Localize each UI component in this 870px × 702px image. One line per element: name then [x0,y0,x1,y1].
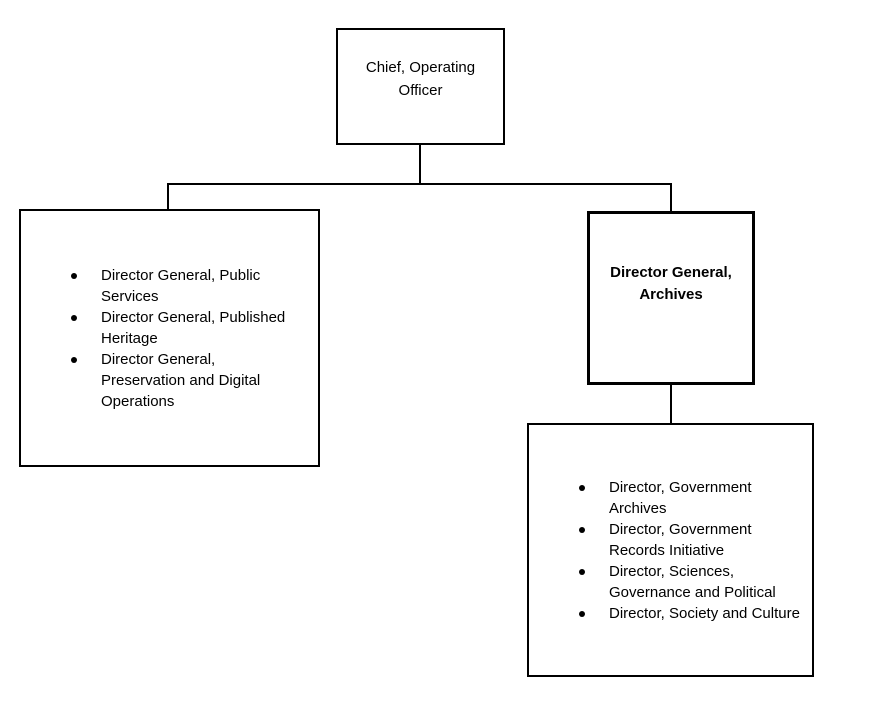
chief-operating-officer-box: Chief, Operating Officer [336,28,505,145]
director-general-archives-label: Director General, Archives [610,264,732,303]
bullet-icon [71,272,77,279]
director-generals-box: Director General, Public Services Direct… [19,209,320,467]
connector-archives-stem [670,385,672,424]
connector-horizontal-bar [167,183,672,185]
bullet-icon [71,314,77,321]
list-item: Director, Society and Culture [578,603,809,624]
bullet-icon [579,568,585,575]
archives-directors-list: Director, Government Archives Director, … [529,477,812,624]
list-item: Director, Government Records Initiative [578,519,809,561]
list-item: Director General, Preservation and Digit… [70,349,301,412]
connector-root-stem [419,145,421,184]
chief-operating-officer-label: Chief, Operating Officer [365,59,476,99]
director-generals-list: Director General, Public Services Direct… [21,265,318,412]
list-item: Director General, Public Services [70,265,301,307]
connector-left-drop [167,183,169,210]
bullet-icon [579,610,585,617]
list-item-label: Director, Society and Culture [609,604,800,622]
list-item: Director, Sciences, Governance and Polit… [578,561,809,603]
list-item: Director, Government Archives [578,477,809,519]
bullet-icon [71,356,77,363]
archives-directors-box: Director, Government Archives Director, … [527,423,814,677]
list-item-label: Director, Sciences, Governance and Polit… [609,562,776,601]
list-item-label: Director, Government Records Initiative [609,520,752,559]
list-item: Director General, Published Heritage [70,307,301,349]
list-item-label: Director General, Public Services [101,266,261,305]
list-item-label: Director General, Published Heritage [101,308,286,347]
connector-right-drop [670,183,672,212]
bullet-icon [579,526,585,533]
director-general-archives-box: Director General, Archives [587,211,755,385]
list-item-label: Director General, Preservation and Digit… [101,350,261,410]
list-item-label: Director, Government Archives [609,478,752,517]
bullet-icon [579,484,585,491]
